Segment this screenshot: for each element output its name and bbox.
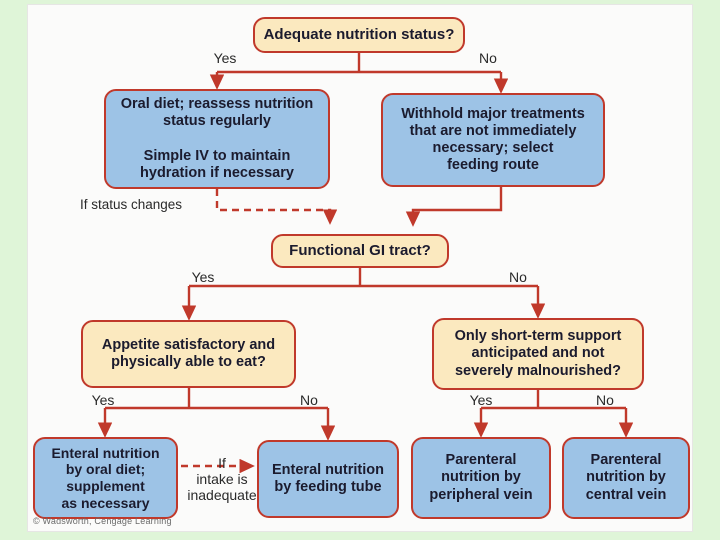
node-oral-diet-reassess[interactable]: Oral diet; reassess nutrition status reg… xyxy=(104,89,330,189)
edge-label-yes-1: Yes xyxy=(213,50,237,66)
edge-label-yes-2: Yes xyxy=(191,269,215,285)
edge-label-if-intake-inadequate: If intake is inadequate xyxy=(187,455,257,504)
node-appetite-satisfactory[interactable]: Appetite satisfactory and physically abl… xyxy=(81,320,296,388)
node-parenteral-peripheral-vein[interactable]: Parenteral nutrition by peripheral vein xyxy=(411,437,551,519)
edge-label-yes-3: Yes xyxy=(91,392,115,408)
edge-label-if-status-changes: If status changes xyxy=(80,197,183,212)
node-enteral-feeding-tube[interactable]: Enteral nutrition by feeding tube xyxy=(257,440,399,518)
node-functional-gi-tract[interactable]: Functional GI tract? xyxy=(271,234,449,268)
node-short-term-support[interactable]: Only short-term support anticipated and … xyxy=(432,318,644,390)
edge-label-no-2: No xyxy=(509,269,527,285)
node-parenteral-central-vein[interactable]: Parenteral nutrition by central vein xyxy=(562,437,690,519)
edge-label-no-4: No xyxy=(596,392,614,408)
edge-label-no-3: No xyxy=(300,392,318,408)
copyright-credit: © Wadsworth, Cengage Learning xyxy=(33,516,172,526)
edge-label-yes-4: Yes xyxy=(469,392,493,408)
edge-label-no-1: No xyxy=(479,50,497,66)
node-withhold-major-treatments[interactable]: Withhold major treatments that are not i… xyxy=(381,93,605,187)
node-enteral-oral-diet[interactable]: Enteral nutrition by oral diet; suppleme… xyxy=(33,437,178,519)
node-adequate-nutrition-status[interactable]: Adequate nutrition status? xyxy=(253,17,465,53)
